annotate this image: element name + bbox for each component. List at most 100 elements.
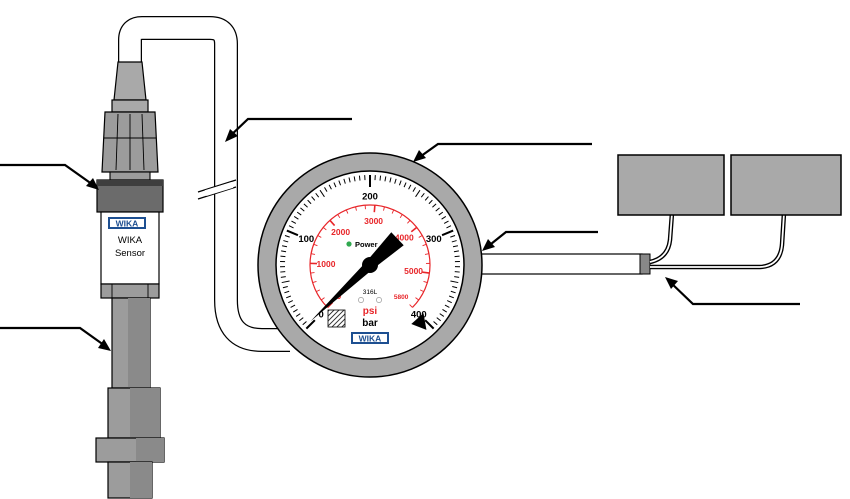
bar-tick: [300, 207, 305, 212]
bar-tick: [436, 317, 441, 322]
electronics-box-2: [730, 154, 842, 216]
bar-tick: [343, 178, 346, 184]
bar-tick: [450, 235, 456, 238]
bar-tick: [286, 295, 292, 299]
unit-inner-label: psi: [363, 306, 378, 317]
bar-tick: [284, 290, 290, 294]
bar-tick: [296, 211, 302, 216]
bar-tick: [444, 304, 450, 308]
bar-tick: [295, 313, 301, 317]
max-pointer-marker: [411, 313, 427, 330]
psi-tick: [424, 253, 430, 255]
psi-arc: [309, 204, 431, 308]
sensor-connector-top: [111, 99, 149, 113]
pointer-hub: [362, 257, 378, 273]
bar-tick: [443, 220, 449, 224]
bar-scale-label: 100: [298, 234, 314, 245]
bar-tick: [283, 240, 289, 243]
bar-tick: [420, 192, 425, 198]
callout-capillary: [227, 117, 352, 139]
bar-tick: [454, 276, 460, 278]
bar-tick: [446, 300, 452, 304]
bar-tick: [415, 189, 421, 198]
pressure-gauge: 01002003004000100020003000400050005800 P…: [257, 152, 651, 378]
bar-scale-label: 400: [411, 309, 427, 320]
bar-tick: [315, 192, 320, 198]
psi-scale-label: 2000: [331, 227, 350, 237]
psi-tick: [373, 205, 376, 213]
psi-tick: [316, 289, 321, 293]
bar-tick: [452, 245, 459, 248]
psi-tick: [422, 271, 430, 274]
bar-tick: [424, 196, 429, 201]
psi-tick: [322, 227, 327, 231]
bar-tick: [288, 300, 294, 304]
dial-hole: [358, 297, 364, 303]
callout-wires: [668, 280, 800, 306]
sensor-label-line2: Sensor: [115, 248, 145, 259]
bar-tick: [442, 308, 447, 313]
psi-tick: [355, 206, 357, 211]
bar-tick: [303, 203, 308, 208]
bar-tick: [432, 203, 437, 208]
capillary-tube: [118, 16, 290, 352]
callout-leaders: [0, 117, 800, 351]
bar-tick: [441, 229, 454, 237]
bar-tick: [311, 196, 316, 201]
bar-tick: [281, 280, 290, 284]
bar-tick: [428, 199, 433, 205]
gauge-pointer: [310, 232, 427, 330]
tube-break-mark: [197, 186, 237, 200]
bar-tick: [379, 175, 382, 181]
bar-tick: [403, 182, 407, 188]
material-label: 316L: [363, 289, 378, 296]
bar-scale-label: 0: [319, 309, 324, 320]
bar-tick: [288, 225, 294, 229]
psi-tick: [345, 209, 349, 214]
power-label: Power: [355, 240, 378, 249]
bar-tick: [324, 187, 328, 192]
bar-tick: [448, 295, 454, 299]
sensor-hex-lower: [100, 283, 160, 299]
bar-tick: [389, 177, 392, 183]
bar-tick: [333, 182, 337, 188]
psi-tick: [313, 243, 318, 247]
bar-tick: [446, 225, 452, 229]
bar-tick: [439, 313, 445, 317]
bar-tick: [348, 177, 351, 183]
bar-tick: [441, 216, 447, 220]
pressure-sensor: WIKA WIKA Sensor: [95, 61, 165, 499]
bar-tick: [293, 308, 298, 313]
psi-tick: [329, 219, 336, 227]
psi-scale-label: 4000: [395, 232, 414, 242]
pointer-needle: [310, 232, 404, 322]
psi-scale-label: 5000: [404, 266, 423, 276]
psi-tick: [418, 235, 423, 238]
psi-tick: [391, 209, 395, 214]
callout-gauge-cable: [485, 230, 598, 249]
bar-tick: [394, 178, 397, 184]
psi-tick: [410, 226, 418, 233]
bar-tick: [319, 189, 325, 198]
bar-tick: [280, 276, 286, 278]
bar-tick: [282, 285, 288, 289]
sensor-brand-logo-text: WIKA: [116, 218, 139, 228]
hatched-blowout-plug-icon: [327, 309, 346, 328]
psi-tick: [321, 297, 325, 301]
bar-tick: [307, 199, 312, 205]
callout-connector: [0, 163, 97, 188]
psi-scale-label: 3000: [364, 216, 383, 226]
bar-tick: [299, 317, 304, 322]
bar-tick: [338, 180, 342, 186]
electronics-box-1: [617, 154, 725, 216]
bar-tick: [450, 290, 456, 294]
psi-tick: [312, 281, 317, 284]
bar-tick: [438, 211, 444, 216]
bar-tick: [286, 229, 299, 237]
bar-tick: [453, 250, 459, 253]
bar-tick: [450, 280, 459, 284]
electronics: [617, 154, 842, 270]
psi-tick: [317, 235, 322, 238]
gauge-cable: [469, 253, 643, 275]
